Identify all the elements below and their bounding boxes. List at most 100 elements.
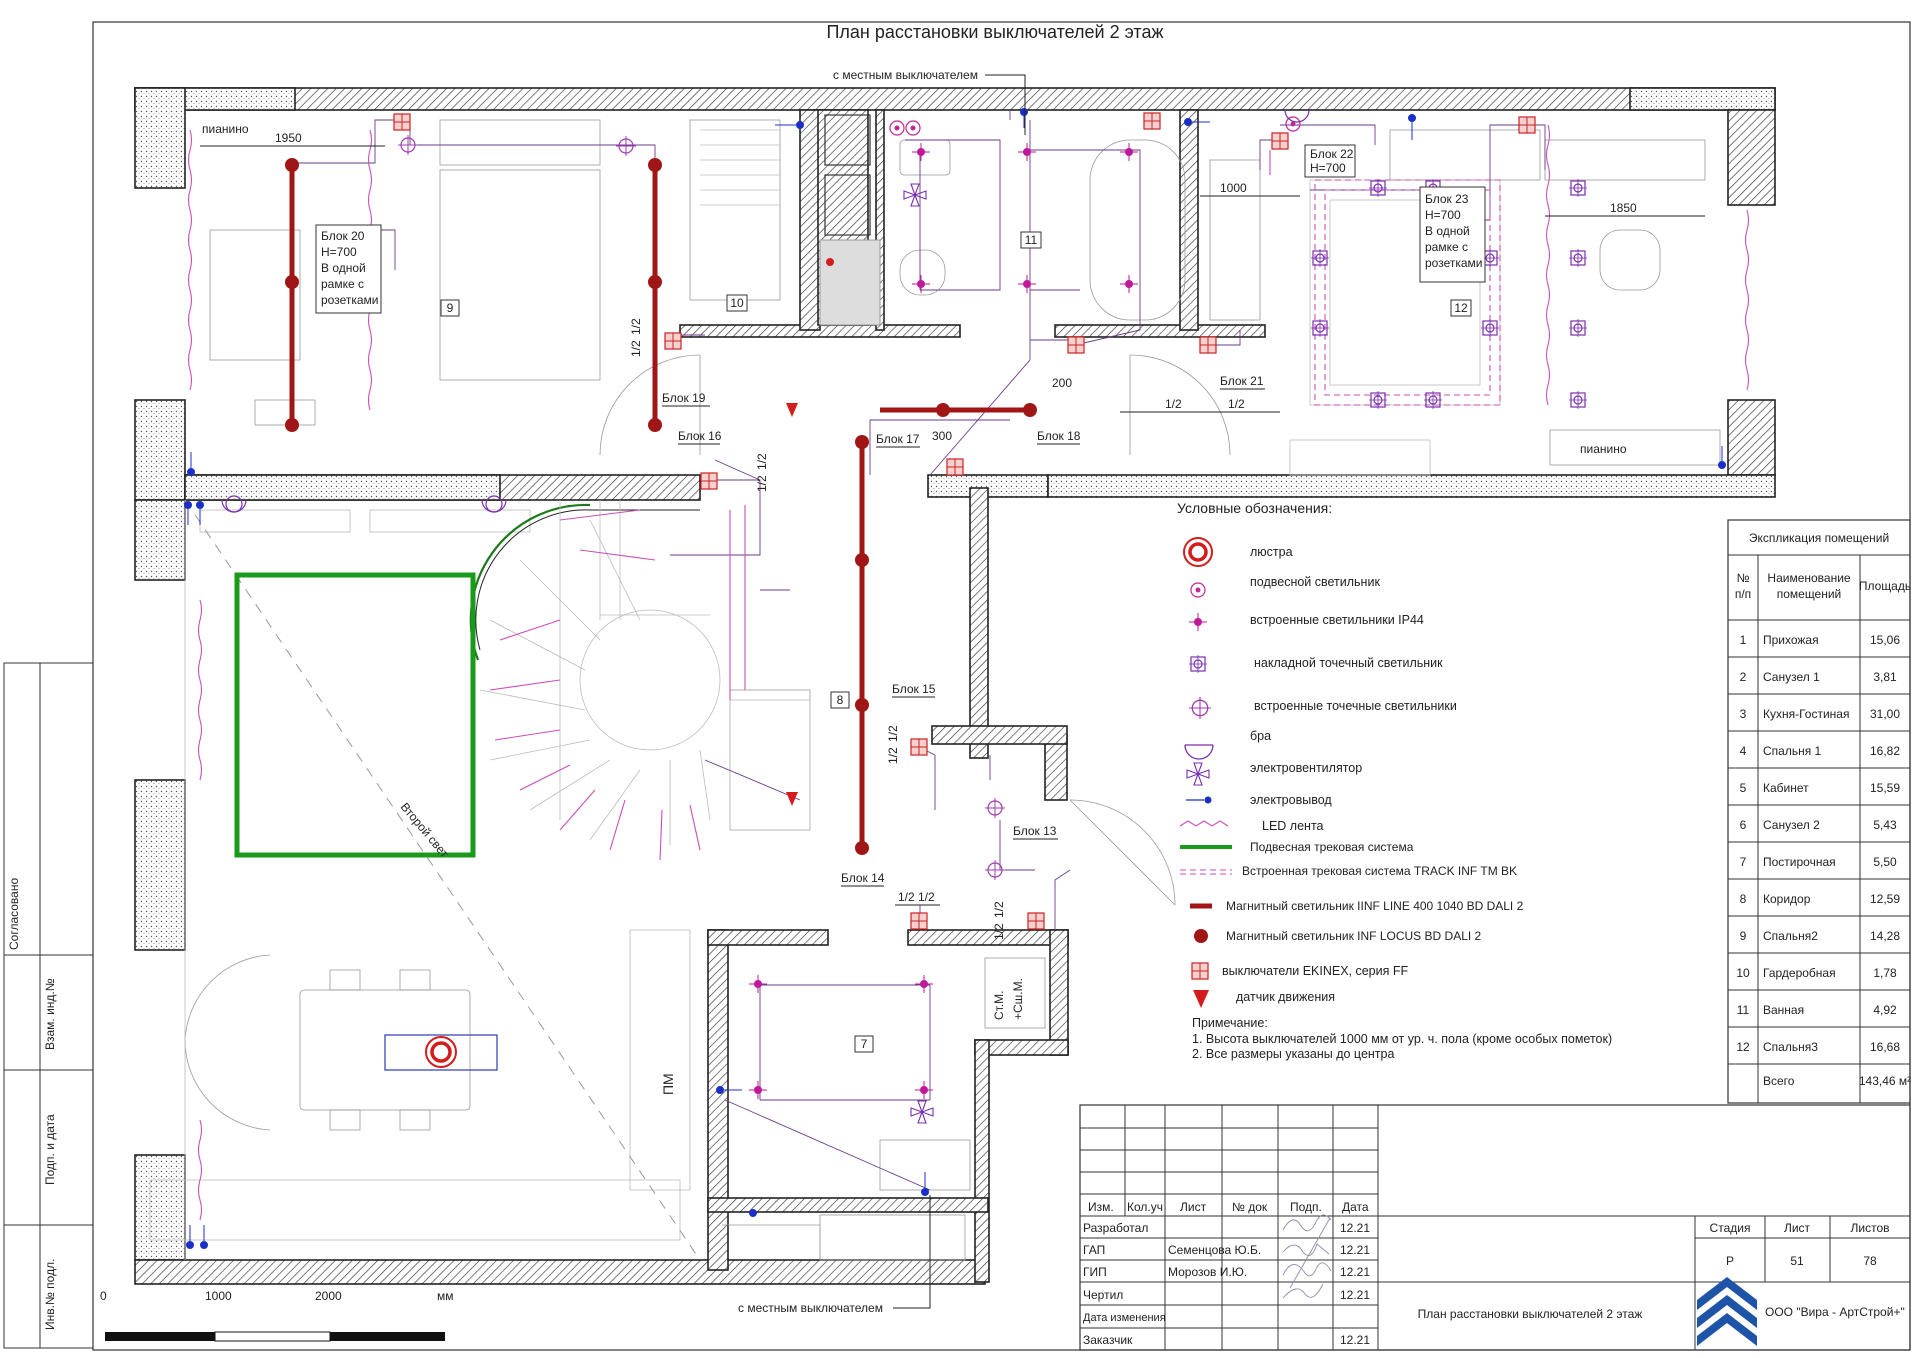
explication-header-num: № xyxy=(1737,571,1750,585)
block-22-title: Блок 22 xyxy=(1310,147,1354,161)
dim-half-1: 1/2 xyxy=(629,340,643,357)
row-number: 11 xyxy=(1737,1003,1750,1017)
row-area: 15,59 xyxy=(1870,781,1900,795)
row-area: 16,68 xyxy=(1870,1040,1900,1054)
switches xyxy=(393,112,1536,930)
row-number: 4 xyxy=(1740,744,1747,758)
block-23-note-3: розетками xyxy=(1425,256,1483,270)
room-number-9: 9 xyxy=(447,301,454,315)
block-23-title: Блок 23 xyxy=(1425,192,1469,206)
row-name: Спальня 1 xyxy=(1763,744,1822,758)
dim-half-4: 1/2 xyxy=(755,453,769,470)
stamp-approved: Согласовано xyxy=(7,878,21,950)
dim-200: 200 xyxy=(1052,376,1072,390)
dim-half-9: 1/2 xyxy=(1165,397,1182,411)
legend-title: Условные обозначения: xyxy=(1177,500,1332,516)
explication-title: Экспликация помещений xyxy=(1749,531,1889,545)
dim-half-5: 1/2 xyxy=(886,747,900,764)
scale-bar: 0 1000 2000 мм xyxy=(100,1289,454,1342)
tb-sheet-header: Лист xyxy=(1784,1221,1811,1235)
room-number-8: 8 xyxy=(837,693,844,707)
row-number: 12 xyxy=(1736,1040,1750,1054)
legend-outlet: электровывод xyxy=(1250,793,1332,807)
row-area: 12,59 xyxy=(1870,892,1900,906)
row-name: Санузел 1 xyxy=(1763,670,1820,684)
scale-tick-1000: 1000 xyxy=(205,1289,232,1303)
row-area: 31,00 xyxy=(1870,707,1900,721)
tb-sheets: 78 xyxy=(1863,1254,1877,1268)
block-21-label: Блок 21 xyxy=(1220,374,1264,388)
dim-300: 300 xyxy=(932,429,952,443)
legend-magnetic-line: Магнитный светильник IINF LINE 400 1040 … xyxy=(1226,899,1524,913)
block-14-label: Блок 14 xyxy=(841,871,885,885)
st-m-label: Ст.М. xyxy=(992,991,1006,1021)
table-row: 7 Постирочная 5,50 xyxy=(1728,855,1910,880)
tb-col-date: Дата xyxy=(1342,1200,1369,1214)
explication-header-name-2: помещений xyxy=(1777,587,1842,601)
tb-role-drafter: Чертил xyxy=(1083,1288,1123,1302)
row-area: 5,43 xyxy=(1873,818,1897,832)
dim-1850: 1850 xyxy=(1610,201,1637,215)
total-label: Всего xyxy=(1763,1074,1795,1088)
tb-name-gap: Семенцова Ю.Б. xyxy=(1168,1243,1261,1257)
legend-led-strip: LED лента xyxy=(1262,819,1324,833)
scale-tick-0: 0 xyxy=(100,1289,107,1303)
block-20-height: H=700 xyxy=(321,245,357,259)
block-20-title: Блок 20 xyxy=(321,229,365,243)
stamp-sign-date: Подп. и дата xyxy=(43,1114,57,1185)
row-area: 4,92 xyxy=(1873,1003,1897,1017)
legend-chandelier: люстра xyxy=(1250,545,1293,559)
total-value: 143,46 м² xyxy=(1859,1074,1911,1088)
legend-recessed-spot: встроенные точечные светильники xyxy=(1254,699,1457,713)
block-19-label: Блок 19 xyxy=(662,391,706,405)
tb-sheet-title: План расстановки выключателей 2 этаж xyxy=(1418,1307,1643,1321)
block-labels: Блок 20 H=700 В одной рамке с розетками … xyxy=(315,144,1486,887)
piano-left-label: пианино xyxy=(202,122,249,136)
dim-1950: 1950 xyxy=(275,131,302,145)
company-logo-icon xyxy=(1697,1277,1757,1346)
dimensions: 1950 1000 1850 1/2 1/2 1/2 1/2 1/2 1/2 1… xyxy=(200,131,1705,940)
legend-switch: выключатели EKINEX, серия FF xyxy=(1222,964,1408,978)
block-20-note-3: розетками xyxy=(321,293,379,307)
row-area: 3,81 xyxy=(1873,670,1897,684)
pm-label: ПМ xyxy=(660,1073,676,1095)
legend: Условные обозначения: люстра подвесной с… xyxy=(1177,500,1612,1061)
callouts: с местным выключателем с местным выключа… xyxy=(738,68,1026,1315)
row-name: Коридор xyxy=(1763,892,1811,906)
legend-magnetic-locus: Магнитный светильник INF LOCUS BD DALI 2 xyxy=(1226,929,1482,943)
row-number: 6 xyxy=(1740,818,1747,832)
approval-stamp: Согласовано Взам. инд.№ Подп. и дата Инв… xyxy=(7,878,57,1330)
tb-date-developer: 12.21 xyxy=(1340,1221,1370,1235)
legend-fan: электровентилятор xyxy=(1250,761,1362,775)
row-number: 7 xyxy=(1740,855,1747,869)
legend-recessed-track: Встроенная трековая система TRACK INF TM… xyxy=(1242,864,1517,878)
explication-header-name: Наименование xyxy=(1767,571,1851,585)
dim-half-3: 1/2 xyxy=(755,475,769,492)
led-strips xyxy=(187,124,1750,1221)
tb-col-sign: Подп. xyxy=(1290,1200,1322,1214)
dim-1000: 1000 xyxy=(1220,181,1247,195)
tb-col-doc: № док xyxy=(1232,1200,1268,1214)
note-2: 2. Все размеры указаны до центра xyxy=(1192,1047,1394,1061)
furniture-text: пианино пианино ПМ Ст.М. +Сш.М. xyxy=(202,122,1627,1095)
row-name: Спальня3 xyxy=(1763,1040,1818,1054)
row-name: Постирочная xyxy=(1763,855,1836,869)
row-area: 5,50 xyxy=(1873,855,1897,869)
row-area: 14,28 xyxy=(1870,929,1900,943)
walls xyxy=(134,87,1776,1285)
legend-pendant: подвесной светильник xyxy=(1250,575,1380,589)
fixtures xyxy=(184,108,1726,1249)
note-title: Примечание: xyxy=(1192,1016,1268,1030)
tb-date-gap: 12.21 xyxy=(1340,1243,1370,1257)
explication-header-area: Площадь xyxy=(1859,579,1911,593)
tb-role-gap: ГАП xyxy=(1083,1243,1105,1257)
legend-motion-sensor: датчик движения xyxy=(1236,990,1335,1004)
dim-half-10: 1/2 xyxy=(1228,397,1245,411)
tb-sheet: 51 xyxy=(1790,1254,1804,1268)
row-number: 3 xyxy=(1740,707,1747,721)
